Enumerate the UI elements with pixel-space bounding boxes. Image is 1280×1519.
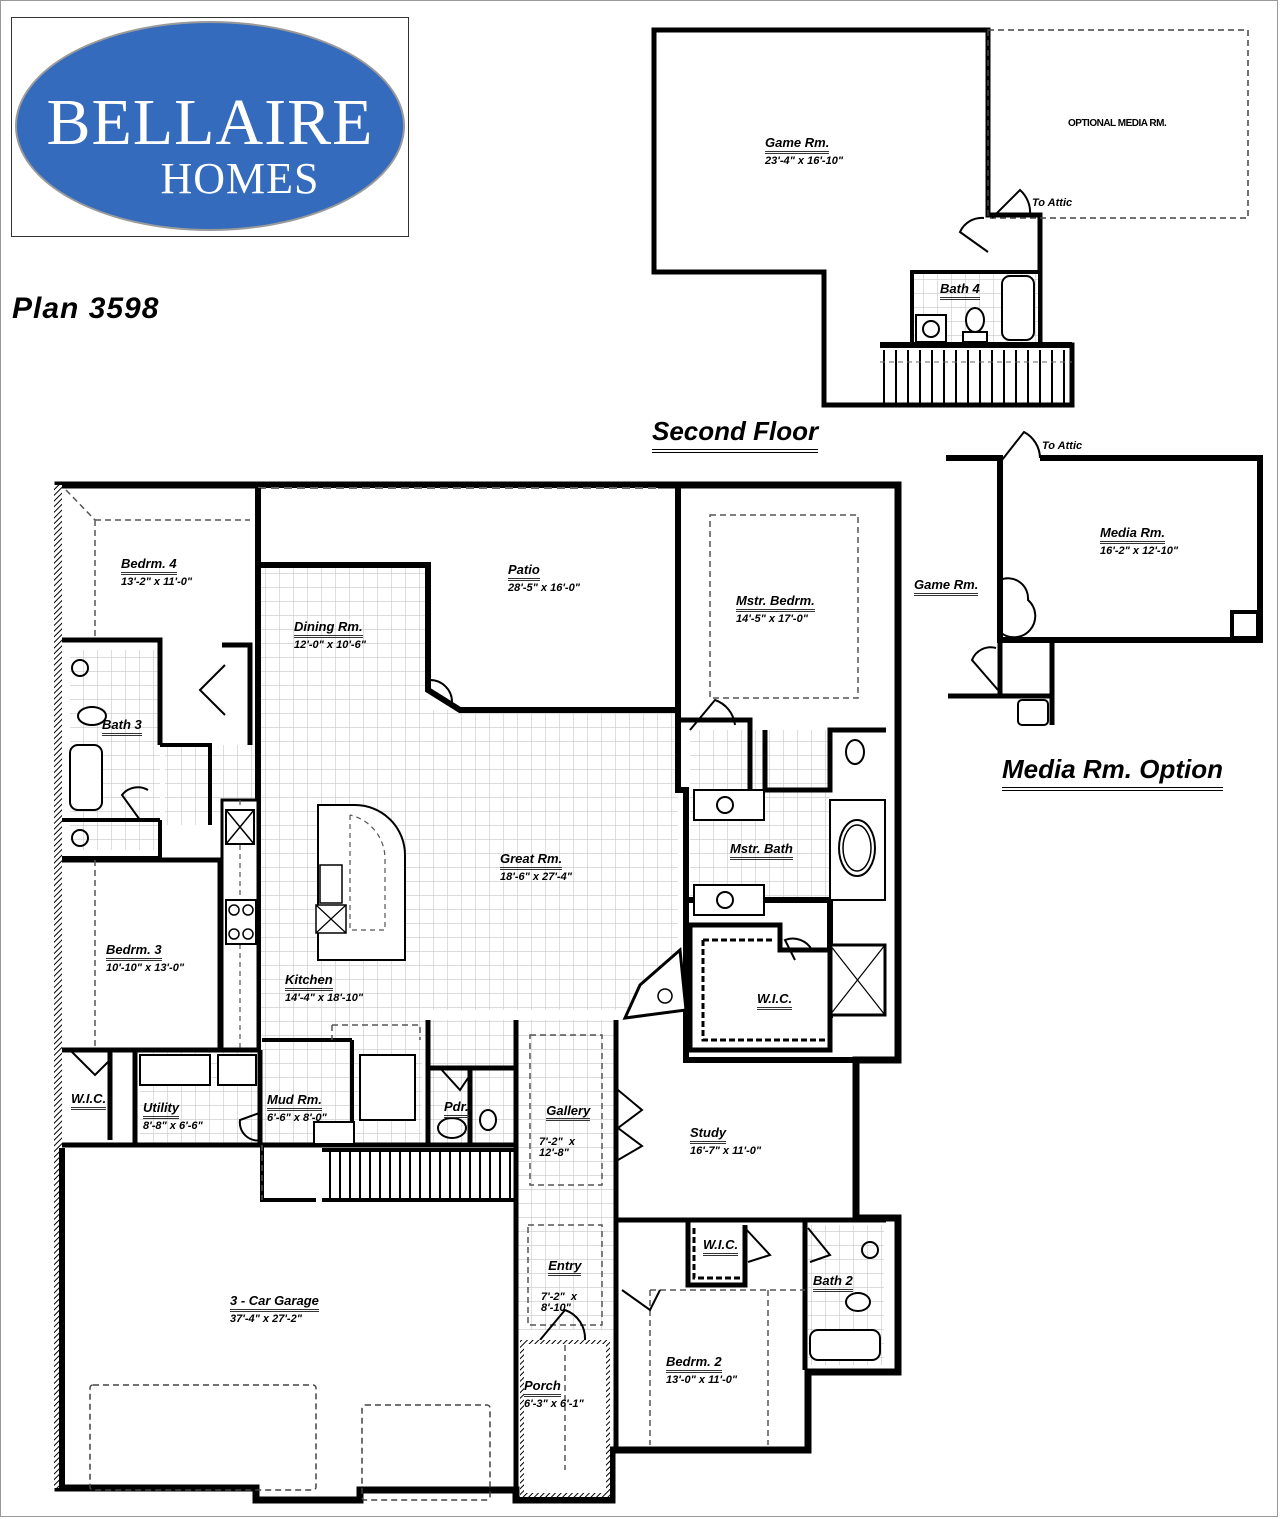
media-room-option-plan [946,430,1263,726]
logo-oval: BELLAIRE HOMES [15,21,405,231]
second-floor-plan [651,27,1249,408]
media-option-heading: Media Rm. Option [1002,754,1223,791]
to-attic-label: To Attic [1032,197,1073,209]
plan-title: Plan 3598 [12,292,160,325]
room-label-wic-bedroom-2: W.I.C. [703,1238,739,1256]
room-label-wic-bedroom-3: W.I.C. [71,1092,107,1110]
room-label-patio: Patio 28'-5" x 16'-0" [508,562,580,594]
room-label-mud-room: Mud Rm. 6'-6" x 8'-0" [267,1092,327,1124]
room-label-media-room: Media Rm. 16'-2" x 12'-10" [1100,525,1179,557]
room-label-garage: 3 - Car Garage 37'-4" x 27'-2" [230,1293,319,1325]
first-floor-plan [54,481,902,1504]
room-label-master-bedroom: Mstr. Bedrm. 14'-5" x 17'-0" [736,593,815,625]
room-label-bath-2: Bath 2 [813,1274,853,1292]
room-label-utility: Utility 8'-8" x 6'-6" [143,1100,203,1132]
room-label-porch: Porch 6'-3" x 6'-1" [524,1378,584,1410]
room-label-study: Study 16'-7" x 11'-0" [690,1125,762,1157]
room-label-bedroom-2: Bedrm. 2 13'-0" x 11'-0" [666,1354,738,1386]
room-label-dining-room: Dining Rm. 12'-0" x 10'-6" [294,619,366,651]
room-label-game-room-ref: Game Rm. [914,578,979,596]
room-label-entry: Entry 7'-2" x 8'-10" [541,1257,582,1315]
room-label-game-room: Game Rm. 23'-4" x 16'-10" [765,135,844,167]
second-floor-heading: Second Floor [652,416,819,453]
optional-media-note: OPTIONAL MEDIA RM. [1068,118,1167,129]
room-label-master-wic: W.I.C. [757,992,793,1010]
room-label-great-room: Great Rm. 18'-6" x 27'-4" [500,851,572,883]
brand-logo: BELLAIRE HOMES [11,17,409,237]
room-label-master-bath: Mstr. Bath [730,842,793,860]
to-attic-label-option: To Attic [1042,440,1083,452]
room-label-bath-3: Bath 3 [102,718,142,736]
room-label-bedroom-3: Bedrm. 3 10'-10" x 13'-0" [106,942,185,974]
brand-name-line1: BELLAIRE [46,86,374,159]
room-label-gallery: Gallery 7'-2" x 12'-8" [539,1102,591,1160]
room-label-bath-4: Bath 4 [940,282,980,300]
room-label-kitchen: Kitchen 14'-4" x 18'-10" [285,972,364,1004]
room-label-powder: Pdr. [444,1100,469,1118]
brand-name-line2: HOMES [160,154,320,203]
room-label-bedroom-4: Bedrm. 4 13'-2" x 11'-0" [121,556,193,588]
